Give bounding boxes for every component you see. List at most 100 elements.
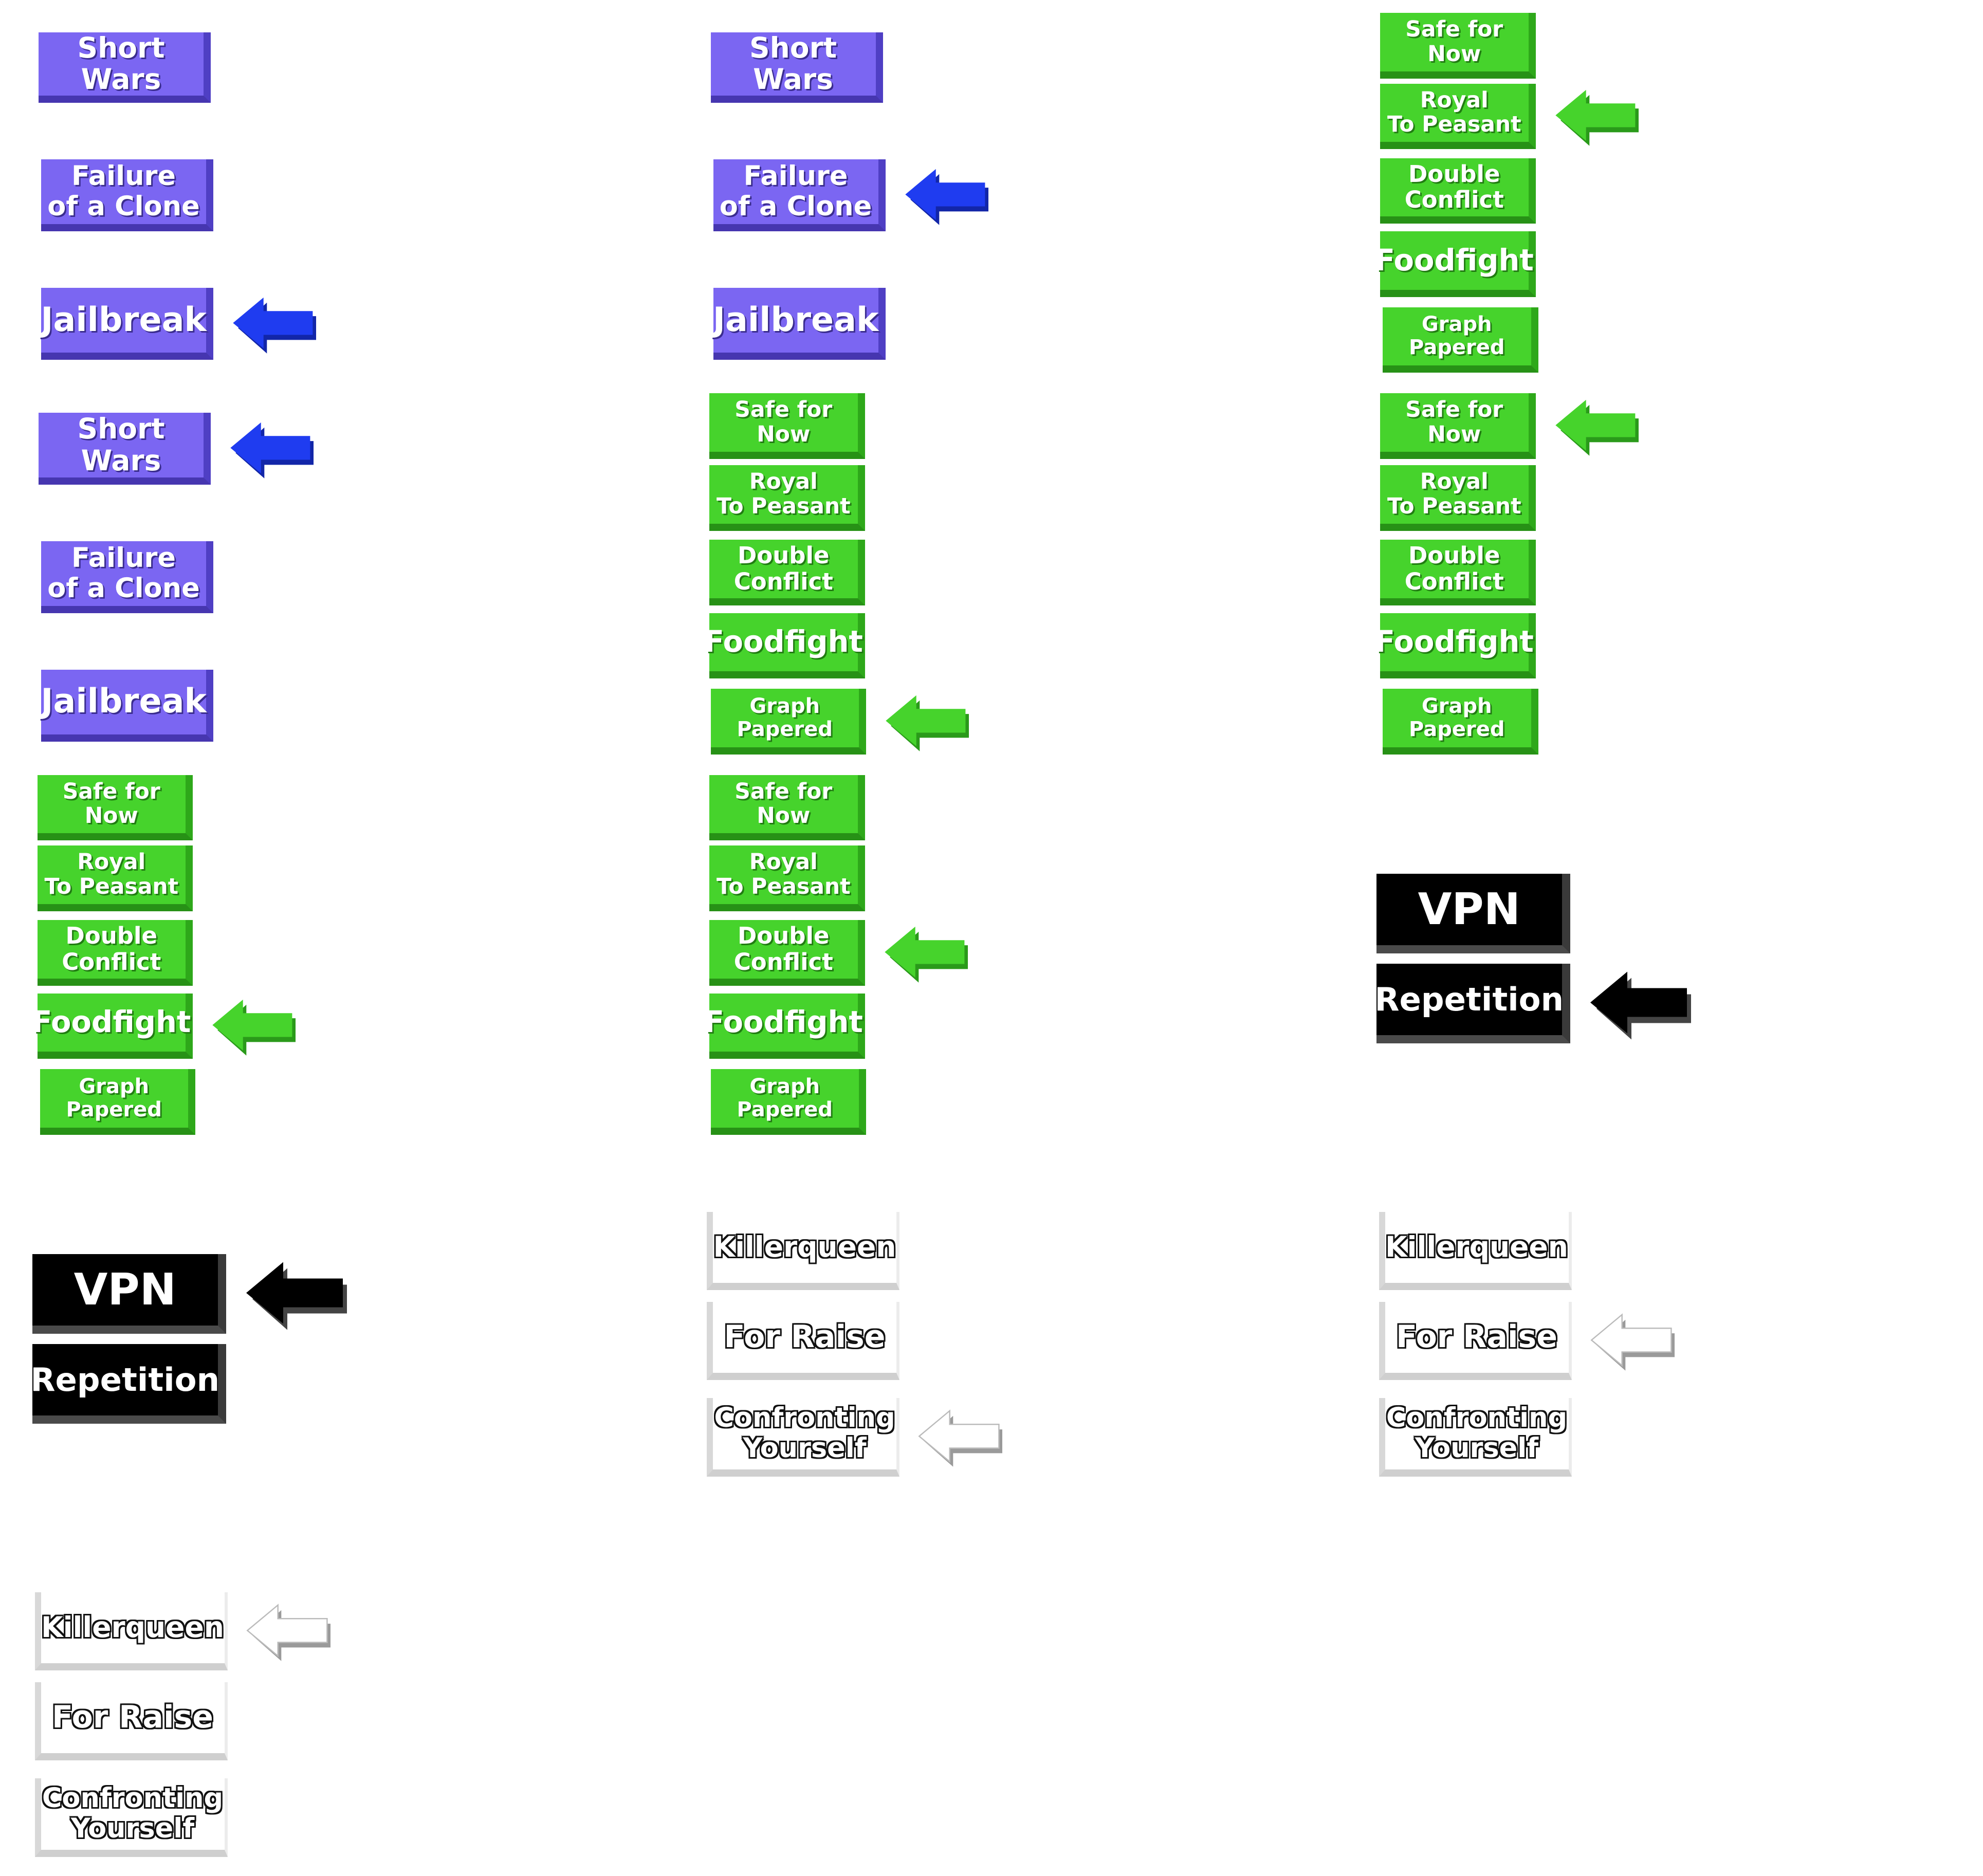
song-button-label: Royal To Peasant	[1387, 87, 1521, 138]
song-button-for-raise[interactable]: For Raise	[34, 1682, 228, 1760]
song-button-failure-of-a-clone[interactable]: Failure of a Clone	[713, 159, 886, 231]
song-button-foodfight[interactable]: Foodfight	[704, 613, 865, 678]
song-button-graph-papered[interactable]: Graph Papered	[710, 689, 866, 755]
song-button-jailbreak[interactable]: Jailbreak	[41, 288, 213, 360]
song-button-safe-for-now[interactable]: Safe for Now	[1380, 13, 1536, 79]
selection-arrow-icon	[1590, 1310, 1675, 1374]
song-button-label: Double Conflict	[1404, 160, 1504, 214]
song-button-safe-for-now[interactable]: Safe for Now	[709, 775, 865, 840]
selection-arrow-icon	[1588, 966, 1691, 1043]
song-button-double-conflict[interactable]: Double Conflict	[709, 540, 865, 605]
song-button-failure-of-a-clone[interactable]: Failure of a Clone	[41, 541, 213, 613]
song-button-label: Killerqueen	[1385, 1230, 1568, 1263]
song-button-label: Confronting Yourself	[1386, 1402, 1568, 1464]
song-button-double-conflict[interactable]: Double Conflict	[1380, 540, 1536, 605]
song-button-label: Foodfight	[704, 1005, 863, 1040]
song-button-foodfight[interactable]: Foodfight	[704, 993, 865, 1059]
song-button-label: Confronting Yourself	[714, 1402, 895, 1464]
song-button-short-wars[interactable]: Short Wars	[39, 32, 211, 103]
song-button-label: Safe for Now	[735, 779, 833, 829]
song-button-graph-papered[interactable]: Graph Papered	[1383, 307, 1538, 373]
song-button-safe-for-now[interactable]: Safe for Now	[709, 393, 865, 459]
selection-arrow-icon	[244, 1257, 347, 1333]
song-button-label: Royal To Peasant	[716, 469, 851, 519]
song-button-label: Graph Papered	[737, 694, 833, 741]
song-button-royal-to-peasant[interactable]: Royal To Peasant	[1380, 83, 1536, 149]
song-button-royal-to-peasant[interactable]: Royal To Peasant	[709, 465, 865, 531]
song-button-double-conflict[interactable]: Double Conflict	[37, 920, 193, 986]
song-button-for-raise[interactable]: For Raise	[1379, 1301, 1572, 1380]
song-button-for-raise[interactable]: For Raise	[707, 1301, 899, 1380]
song-button-label: Failure of a Clone	[47, 542, 200, 604]
song-button-jailbreak[interactable]: Jailbreak	[713, 288, 886, 360]
selection-arrow-icon	[1554, 395, 1639, 459]
song-button-label: Safe for Now	[1405, 17, 1503, 67]
song-button-graph-papered[interactable]: Graph Papered	[1383, 689, 1538, 755]
song-button-label: Failure of a Clone	[47, 160, 200, 222]
song-button-vpn[interactable]: VPN	[32, 1254, 226, 1334]
selection-arrow-icon	[231, 293, 316, 357]
song-button-repetition[interactable]: Repetition	[1374, 964, 1570, 1043]
song-button-label: Royal To Peasant	[44, 850, 179, 899]
song-button-label: Royal To Peasant	[1387, 469, 1521, 519]
song-button-label: Foodfight	[1374, 243, 1534, 278]
song-button-confronting-yourself[interactable]: Confronting Yourself	[34, 1778, 228, 1857]
song-button-repetition[interactable]: Repetition	[30, 1344, 226, 1424]
song-button-label: For Raise	[1396, 1319, 1557, 1355]
song-button-label: Safe for Now	[735, 397, 833, 447]
song-button-foodfight[interactable]: Foodfight	[32, 993, 193, 1059]
song-button-label: Short Wars	[77, 412, 165, 477]
song-button-short-wars[interactable]: Short Wars	[710, 31, 883, 103]
song-button-royal-to-peasant[interactable]: Royal To Peasant	[709, 845, 865, 911]
song-button-label: Royal To Peasant	[716, 850, 851, 899]
song-button-label: Double Conflict	[1404, 542, 1504, 595]
song-button-label: Double Conflict	[62, 922, 161, 976]
song-button-double-conflict[interactable]: Double Conflict	[709, 920, 865, 986]
song-button-label: Jailbreak	[41, 682, 207, 721]
song-button-label: Short Wars	[749, 31, 837, 96]
selection-arrow-icon	[211, 995, 296, 1059]
song-button-safe-for-now[interactable]: Safe for Now	[37, 775, 193, 840]
song-button-label: Foodfight	[32, 1005, 191, 1040]
selection-arrow-icon	[904, 164, 988, 228]
song-button-label: Short Wars	[77, 31, 165, 96]
song-button-label: Jailbreak	[712, 300, 879, 339]
song-button-label: Graph Papered	[737, 1074, 833, 1121]
song-button-graph-papered[interactable]: Graph Papered	[40, 1069, 195, 1135]
song-button-failure-of-a-clone[interactable]: Failure of a Clone	[41, 159, 213, 231]
song-button-label: VPN	[1418, 884, 1520, 935]
selection-arrow-icon	[246, 1601, 330, 1664]
song-button-label: Confronting Yourself	[42, 1782, 224, 1845]
song-button-label: Killerqueen	[41, 1610, 224, 1644]
song-button-jailbreak[interactable]: Jailbreak	[41, 669, 213, 742]
song-button-confronting-yourself[interactable]: Confronting Yourself	[707, 1398, 899, 1477]
selection-arrow-icon	[883, 922, 968, 986]
song-button-label: Double Conflict	[733, 922, 833, 976]
song-button-royal-to-peasant[interactable]: Royal To Peasant	[1380, 465, 1536, 531]
song-button-short-wars[interactable]: Short Wars	[39, 412, 211, 485]
selection-arrow-icon	[1554, 85, 1639, 149]
song-button-foodfight[interactable]: Foodfight	[1375, 613, 1536, 678]
song-button-label: Safe for Now	[1405, 397, 1503, 447]
song-button-killerqueen[interactable]: Killerqueen	[1379, 1211, 1572, 1290]
song-button-killerqueen[interactable]: Killerqueen	[707, 1211, 899, 1290]
song-button-label: Repetition	[1374, 980, 1564, 1018]
song-button-graph-papered[interactable]: Graph Papered	[710, 1069, 866, 1135]
selection-arrow-icon	[229, 418, 314, 482]
song-button-safe-for-now[interactable]: Safe for Now	[1380, 393, 1536, 459]
selection-arrow-icon	[884, 691, 969, 755]
song-button-label: Safe for Now	[62, 779, 160, 829]
song-button-vpn[interactable]: VPN	[1376, 874, 1570, 953]
selection-arrow-icon	[917, 1406, 1002, 1470]
song-button-label: Killerqueen	[713, 1230, 896, 1263]
song-button-label: Jailbreak	[41, 300, 207, 339]
song-button-label: Foodfight	[1374, 624, 1534, 659]
song-button-label: Repetition	[30, 1360, 220, 1399]
song-button-foodfight[interactable]: Foodfight	[1375, 231, 1536, 297]
song-button-confronting-yourself[interactable]: Confronting Yourself	[1379, 1398, 1572, 1477]
song-button-label: Foodfight	[704, 624, 863, 659]
song-button-double-conflict[interactable]: Double Conflict	[1380, 158, 1536, 224]
song-button-label: For Raise	[724, 1319, 886, 1355]
song-button-royal-to-peasant[interactable]: Royal To Peasant	[37, 845, 193, 911]
song-button-killerqueen[interactable]: Killerqueen	[34, 1592, 228, 1670]
